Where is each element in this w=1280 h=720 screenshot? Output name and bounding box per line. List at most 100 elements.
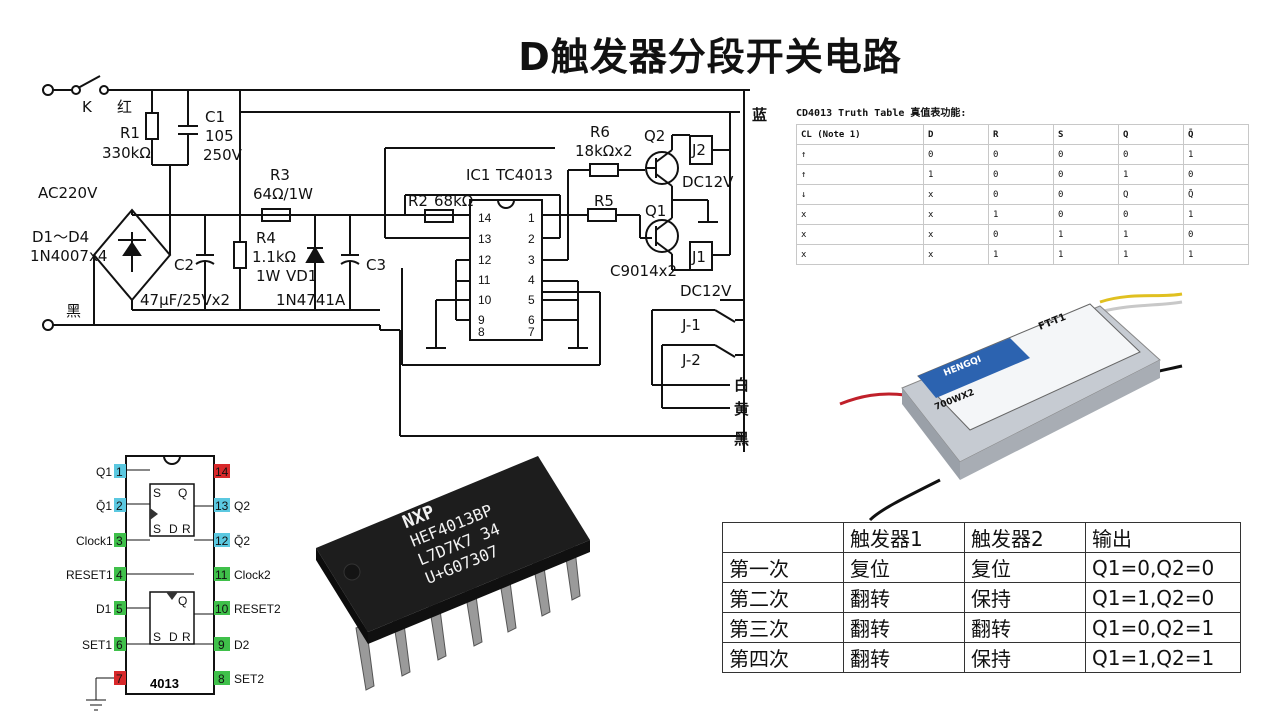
truth-table-header: CL (Note 1) D R S Q Q̄ (796, 124, 1249, 145)
diode-label: D1～D4 (32, 228, 89, 246)
diode-part: 1N4007x4 (30, 247, 107, 265)
label: RESET1 (66, 568, 113, 582)
table-cell: 第三次 (722, 612, 844, 643)
zener-part: 1N4741A (276, 291, 346, 309)
truth-table-caption: CD4013 Truth Table 真值表功能: (796, 108, 967, 119)
label: Q̄2 (234, 534, 250, 548)
label: 5 (116, 602, 123, 616)
label: Clock1 (76, 534, 113, 548)
label: SET2 (234, 672, 264, 686)
wire-black-label: 黑 (66, 302, 81, 320)
ic1-part: TC4013 (495, 166, 553, 184)
table-cell: x (796, 244, 924, 265)
table-cell: D (923, 124, 989, 145)
table-cell: 翻转 (843, 612, 965, 643)
table-cell: 0 (1053, 144, 1119, 165)
table-cell: Q̄ (1183, 184, 1249, 205)
label: 3 (116, 534, 123, 548)
table-cell: Q1=0,Q2=1 (1085, 612, 1241, 643)
table-cell: S (1053, 124, 1119, 145)
c2-label: C2 (174, 256, 194, 274)
r4-value1: 1.1kΩ (252, 248, 296, 266)
table-cell: 保持 (964, 642, 1086, 673)
label: 7 (528, 325, 535, 339)
table-cell: x (923, 224, 989, 245)
table-cell: Q̄ (1183, 124, 1249, 145)
table-cell: 翻转 (964, 612, 1086, 643)
r6-value: 18kΩx2 (575, 142, 633, 160)
table-cell: 1 (1183, 144, 1249, 165)
table-cell: 0 (1053, 204, 1119, 225)
label: Q̄1 (96, 499, 112, 513)
label: 6 (528, 313, 535, 327)
r2-label: R2 (408, 192, 428, 210)
label: S (153, 522, 161, 536)
table-cell: 0 (1053, 184, 1119, 205)
label: 6 (116, 638, 123, 652)
pinout-diagram: S S D R Q S D R Q 4013 1 2 3 4 5 6 7 Q1 … (66, 455, 281, 711)
label: 10 (478, 293, 492, 307)
label: 13 (478, 232, 492, 246)
table-cell: 1 (1118, 224, 1184, 245)
pinout-left-pins: 1 2 3 4 5 6 7 Q1 Q̄1 Clock1 RESET1 D1 SE… (66, 464, 126, 711)
table-cell: 第一次 (722, 552, 844, 583)
table-cell: 1 (988, 244, 1054, 265)
table-cell: 1 (1118, 164, 1184, 185)
label: 8 (478, 325, 485, 339)
table-cell: 0 (988, 144, 1054, 165)
table-cell: 1 (988, 204, 1054, 225)
table-cell: 触发器2 (964, 522, 1086, 553)
table-cell: ↓ (796, 184, 924, 205)
label: 12 (215, 534, 229, 548)
label: D (169, 522, 178, 536)
label: Q (178, 594, 187, 608)
wire-black-out-label: 黑 (734, 430, 749, 448)
label: 3 (528, 253, 535, 267)
table-cell: 翻转 (843, 582, 965, 613)
table-cell: 输出 (1085, 522, 1241, 553)
table-cell: 保持 (964, 582, 1086, 613)
table-cell: 0 (1118, 144, 1184, 165)
table-cell: 0 (923, 144, 989, 165)
table-cell: 0 (988, 184, 1054, 205)
label: R (182, 522, 191, 536)
r4-value2: 1W (256, 267, 281, 285)
pinout-chip-label: 4013 (150, 676, 179, 691)
page-title: D触发器分段开关电路 (518, 35, 902, 79)
label: 8 (218, 672, 225, 686)
label: Clock2 (234, 568, 271, 582)
j2-label: J2 (691, 141, 706, 159)
chip-photo: NXP HEF4013BP L7D7K7 34 U+G07307 (316, 456, 590, 691)
ac-label: AC220V (38, 184, 98, 202)
r5-label: R5 (594, 192, 614, 210)
table-cell: 复位 (843, 552, 965, 583)
table-cell: Q (1118, 124, 1184, 145)
table-cell: 0 (988, 164, 1054, 185)
label: D (169, 630, 178, 644)
table-cell: 触发器1 (843, 522, 965, 553)
label: Q2 (234, 499, 250, 513)
label: 9 (478, 313, 485, 327)
table-cell: Q1=1,Q2=1 (1085, 642, 1241, 673)
relay1-voltage: DC12V (680, 282, 732, 300)
table-cell (722, 522, 844, 553)
label: Q (178, 486, 187, 500)
table-cell: 0 (1183, 224, 1249, 245)
label: 1 (528, 211, 535, 225)
table-cell: CL (Note 1) (796, 124, 924, 145)
table-cell: ↑ (796, 144, 924, 165)
label: 14 (478, 211, 492, 225)
c1-value2: 250V (203, 146, 243, 164)
table-cell: 0 (1118, 204, 1184, 225)
relay-contact-2: J-2 (681, 351, 701, 369)
table-cell: 1 (1183, 204, 1249, 225)
r1-value: 330kΩ (102, 144, 151, 162)
label: 11 (215, 568, 228, 582)
